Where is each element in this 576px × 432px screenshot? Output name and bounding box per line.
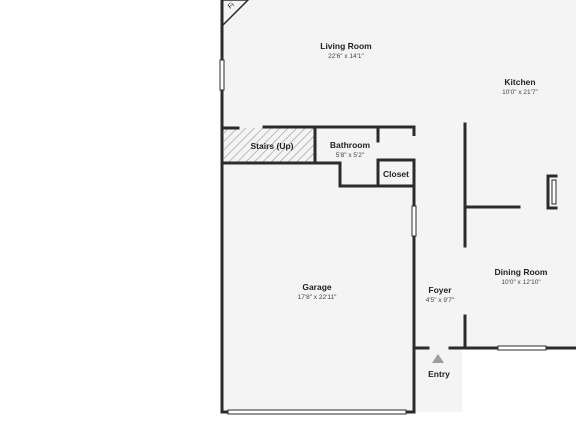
walls	[220, 0, 576, 414]
windows	[219, 59, 557, 415]
living-room-dims: 22'6" x 14'1"	[328, 53, 364, 60]
floor-garage-foyer	[222, 162, 462, 412]
stairs-hatch	[224, 128, 314, 162]
bathroom-name: Bathroom	[330, 140, 371, 150]
foyer-name: Foyer	[428, 285, 452, 295]
stairs-name: Stairs (Up)	[251, 141, 294, 151]
dining-room-dims: 10'0" x 12'10"	[501, 279, 541, 286]
closet-name: Closet	[383, 169, 409, 179]
entry-arrow-icon	[432, 354, 444, 363]
garage-name: Garage	[302, 282, 332, 292]
entry-label: Entry	[428, 369, 450, 379]
corner-label: Fi	[227, 1, 236, 10]
dining-room-name: Dining Room	[495, 267, 548, 277]
kitchen-dims: 10'0" x 21'7"	[502, 89, 538, 96]
foyer-dims: 4'5" x 9'7"	[426, 297, 455, 304]
living-room-name: Living Room	[320, 41, 372, 51]
garage-dims: 17'8" x 22'11"	[298, 294, 337, 301]
bathroom-dims: 5'8" x 5'2"	[336, 152, 365, 159]
kitchen-name: Kitchen	[504, 77, 535, 87]
